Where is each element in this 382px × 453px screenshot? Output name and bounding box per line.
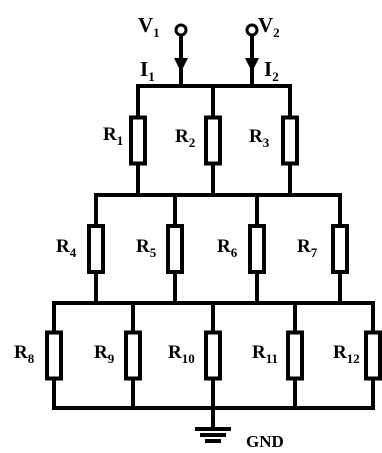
- resistor-r2: [204, 115, 222, 166]
- resistor-r8: [45, 330, 63, 381]
- terminal-v1-node: [174, 23, 188, 37]
- current-i1-label: I1: [140, 57, 155, 84]
- resistor-r1: [129, 115, 147, 166]
- ground-label: GND: [246, 432, 284, 451]
- resistor-r3: [281, 115, 299, 166]
- components: [45, 23, 382, 381]
- terminal-v2-label: V2: [258, 13, 280, 40]
- terminal-v1-label: V1: [138, 13, 160, 40]
- current-i1-arrow: [174, 58, 188, 72]
- resistor-label-r1: R1: [103, 124, 123, 148]
- wires: [52, 32, 375, 443]
- resistor-label-r9: R9: [94, 342, 115, 366]
- resistor-r6: [248, 224, 266, 274]
- resistor-r9: [124, 330, 142, 381]
- resistor-r7: [331, 224, 349, 274]
- resistor-label-r4: R4: [56, 236, 77, 260]
- resistor-label-r12: R12: [333, 342, 360, 366]
- resistor-label-r8: R8: [14, 342, 35, 366]
- current-i2-label: I2: [264, 57, 279, 84]
- resistor-label-r6: R6: [217, 236, 238, 260]
- resistor-label-r10: R10: [168, 342, 195, 366]
- resistor-r5: [166, 224, 184, 274]
- resistor-label-r3: R3: [249, 126, 270, 150]
- resistor-label-r7: R7: [297, 236, 318, 260]
- terminal-v2-node: [245, 23, 259, 37]
- resistor-r4: [87, 224, 105, 274]
- resistor-r11: [286, 330, 304, 381]
- resistor-r12: [364, 330, 382, 381]
- resistor-label-r2: R2: [175, 126, 195, 150]
- resistor-label-r5: R5: [136, 236, 157, 260]
- resistor-label-r11: R11: [252, 342, 278, 366]
- resistor-r10: [204, 330, 222, 381]
- current-i2-arrow: [245, 58, 259, 72]
